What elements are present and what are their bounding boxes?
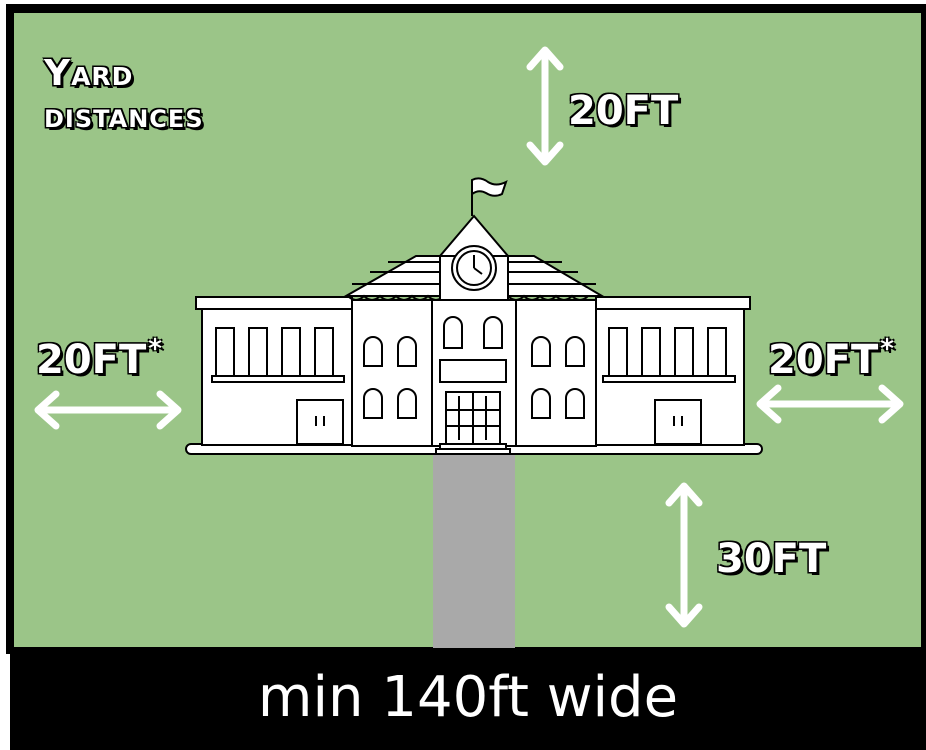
left-distance-label: 20FT* bbox=[36, 334, 162, 383]
top-distance-value: 20FT bbox=[568, 88, 679, 134]
bottom-distance-value: 30FT bbox=[716, 536, 827, 582]
flag-icon bbox=[471, 177, 508, 216]
left-distance-value: 20FT bbox=[36, 337, 147, 383]
top-distance-label: 20FT bbox=[568, 88, 678, 134]
left-distance-note: * bbox=[148, 334, 162, 364]
school-building-icon bbox=[185, 177, 763, 455]
title-line-1: Yard bbox=[44, 53, 134, 94]
bottom-distance-label: 30FT bbox=[716, 536, 826, 582]
footer-bar: min 140ft wide bbox=[10, 648, 926, 750]
right-distance-label: 20FT* bbox=[768, 334, 894, 383]
diagram-title: Yard distances bbox=[44, 52, 204, 136]
left-arrow bbox=[34, 390, 182, 430]
right-distance-value: 20FT bbox=[768, 337, 879, 383]
top-arrow bbox=[526, 46, 564, 166]
title-line-2: distances bbox=[44, 96, 204, 136]
walkway bbox=[433, 450, 515, 650]
right-arrow bbox=[756, 384, 904, 424]
bottom-arrow bbox=[665, 482, 703, 628]
right-distance-note: * bbox=[880, 334, 894, 364]
footer-caption: min 140ft wide bbox=[257, 665, 679, 730]
